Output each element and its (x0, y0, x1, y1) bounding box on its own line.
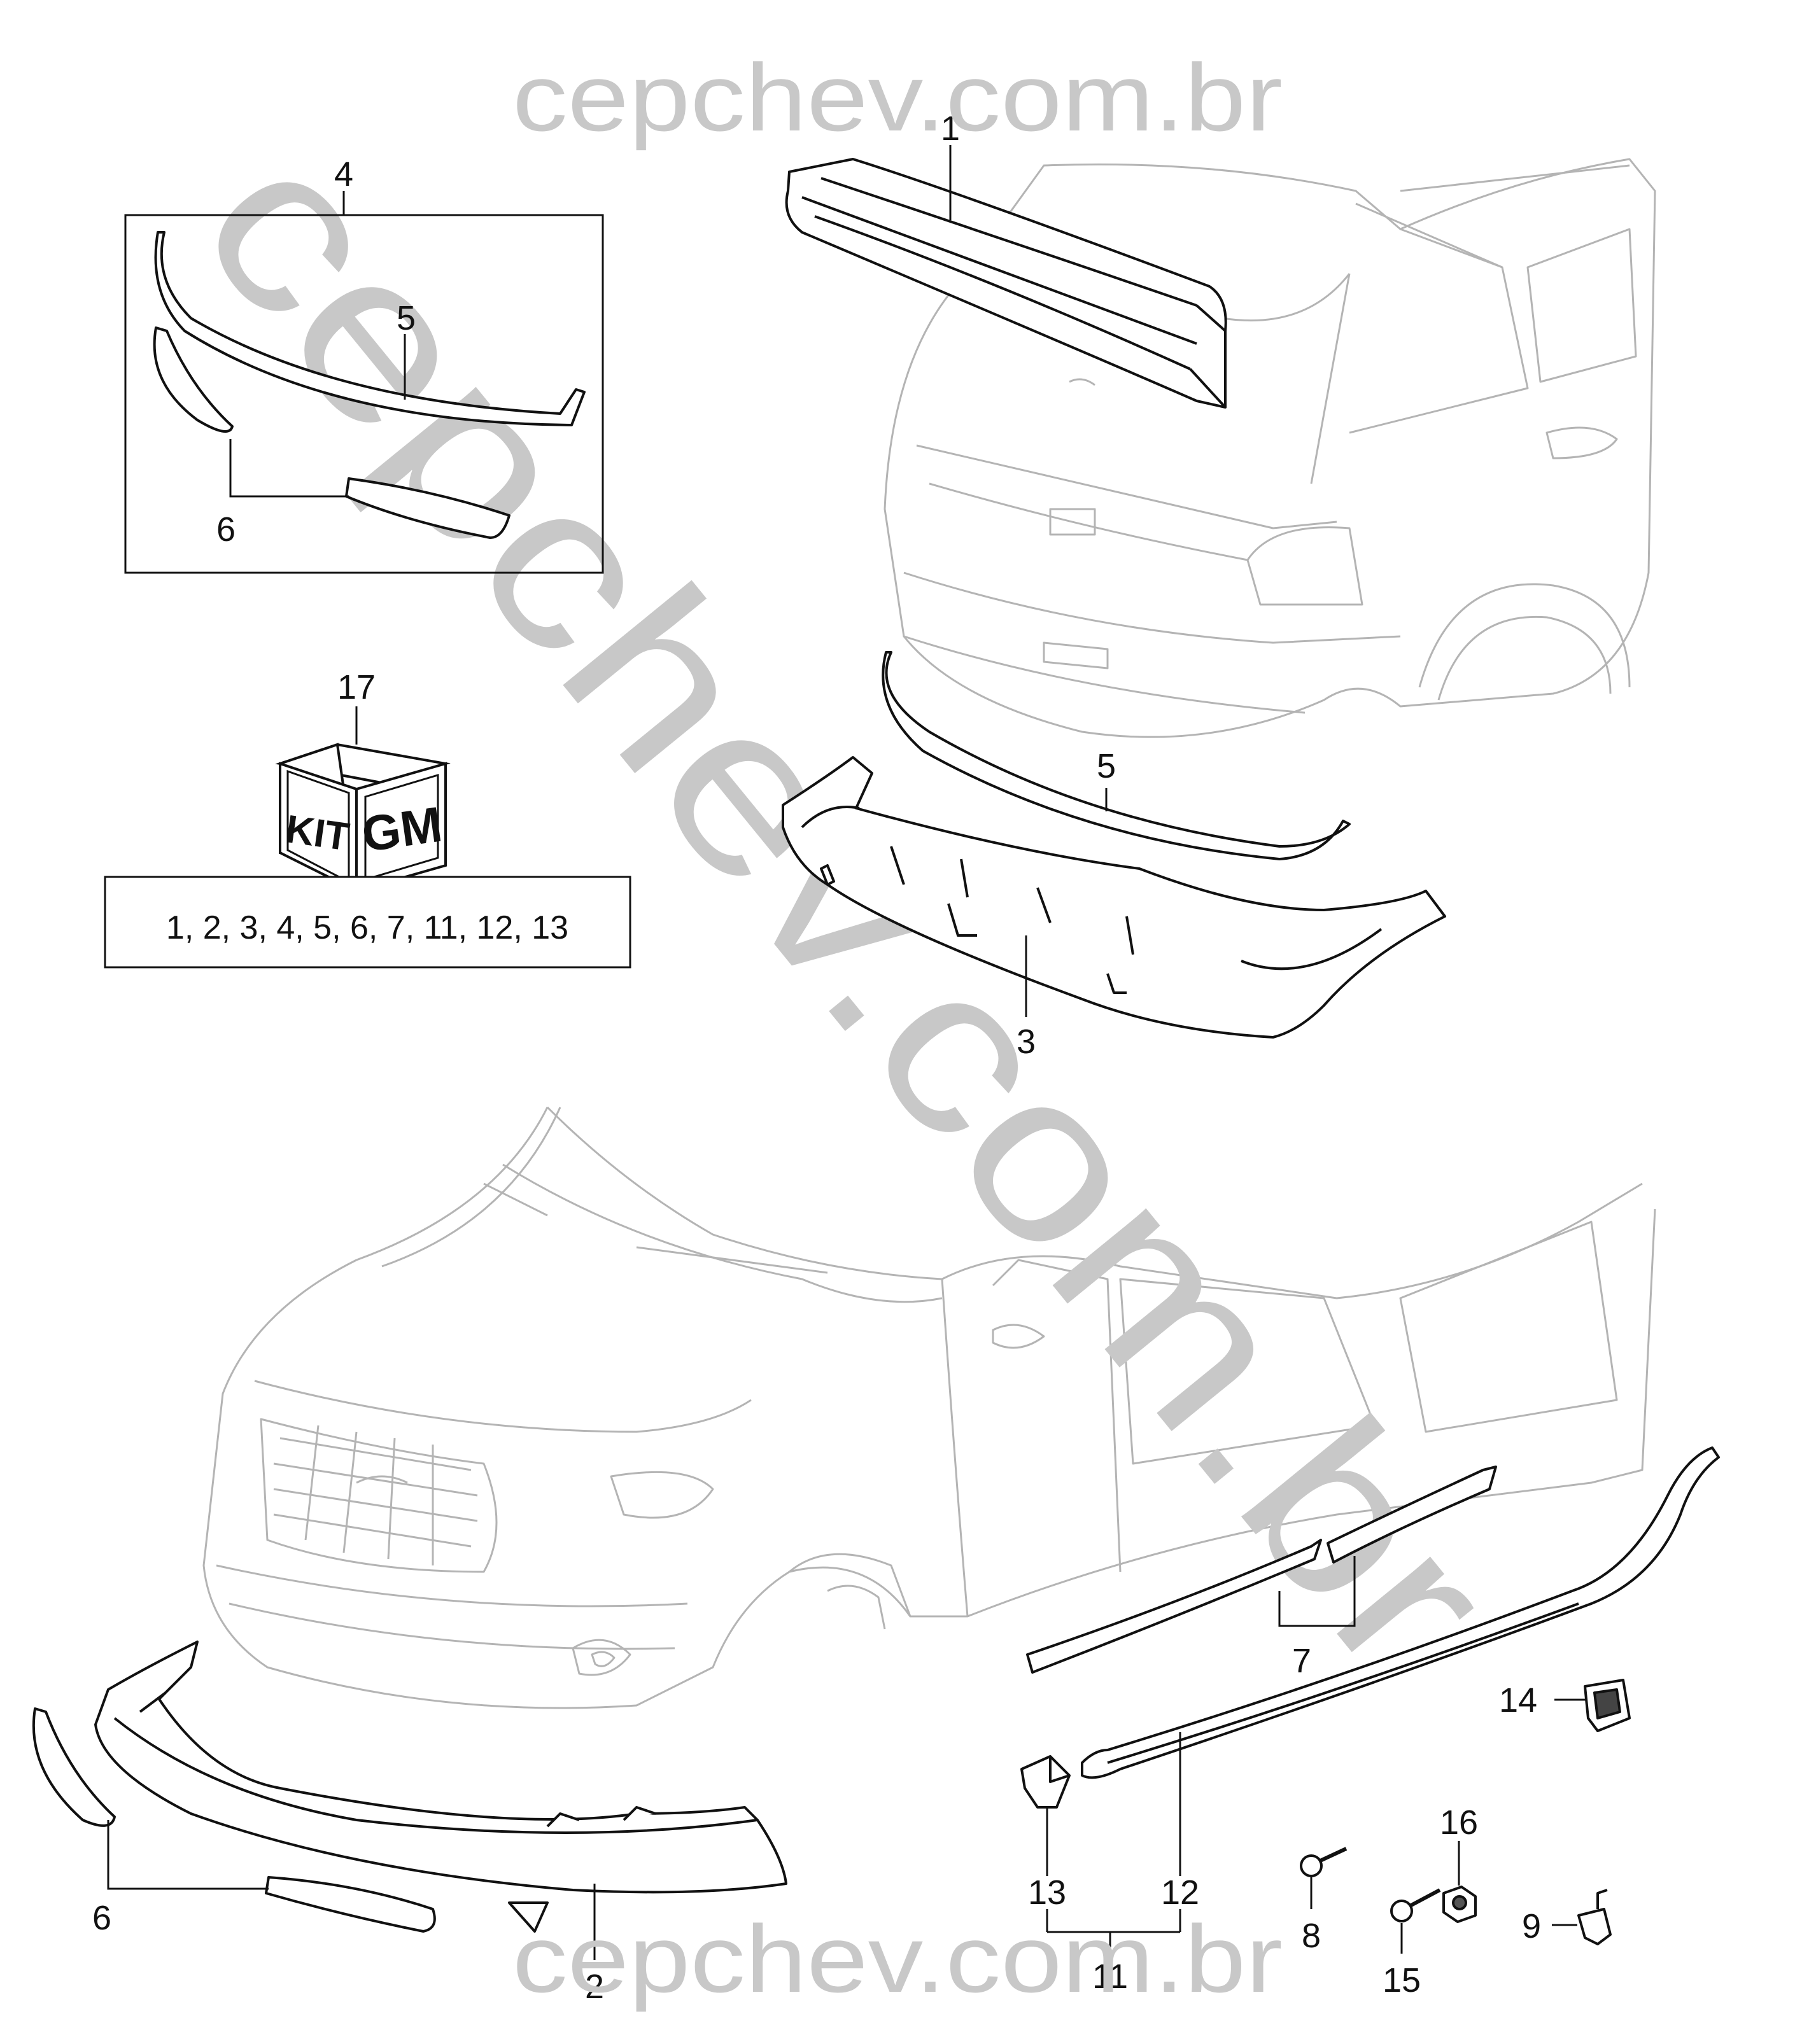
part-7-door-trim-strips[interactable] (1026, 1466, 1497, 1674)
callout-16: 16 (1440, 1803, 1478, 1842)
callout-8: 8 (1302, 1917, 1321, 1955)
callout-15: 15 (1383, 1961, 1421, 1999)
callout-5-box: 5 (397, 299, 416, 337)
part-15-screw[interactable] (1390, 1888, 1441, 1922)
callout-17: 17 (337, 668, 376, 706)
kit-logo-right-text: GM (358, 796, 446, 863)
watermark-top: cepchev.com.br (512, 44, 1283, 151)
kit-box-4 (124, 214, 604, 574)
callout-9: 9 (1522, 1907, 1541, 1945)
part-9-push-clip[interactable] (1577, 1889, 1612, 1945)
part-5-rear-trim-strip[interactable] (882, 651, 1351, 860)
callout-2: 2 (585, 1968, 604, 2006)
kit-gm-logo: KIT GM (275, 743, 451, 893)
part-14-clip[interactable] (1584, 1679, 1631, 1732)
callout-4: 4 (334, 155, 353, 193)
rear-vehicle-outline (883, 158, 1656, 738)
part-8-screw[interactable] (1300, 1847, 1348, 1877)
part-6-front-reflector-trim[interactable] (32, 1707, 436, 1933)
callout-13: 13 (1028, 1873, 1066, 1912)
callout-7: 7 (1292, 1642, 1311, 1680)
callout-1: 1 (941, 109, 960, 148)
part-5-trim-strip-kit[interactable] (154, 231, 586, 426)
front-vehicle-outline (202, 1106, 1656, 1709)
kit-parts-list: 1, 2, 3, 4, 5, 6, 7, 11, 12, 13 (166, 909, 568, 946)
part-1-rear-spoiler[interactable] (785, 158, 1227, 409)
part-3-rear-bumper-skirt[interactable] (782, 756, 1446, 1039)
part-2-front-lip[interactable] (94, 1641, 787, 1933)
part-13-end-cap[interactable] (1020, 1755, 1071, 1809)
callout-5-rear: 5 (1097, 747, 1116, 785)
callout-3: 3 (1017, 1023, 1036, 1061)
watermark-bottom: cepchev.com.br (512, 1905, 1283, 2012)
part-6-reflector-trim-kit[interactable] (153, 326, 510, 539)
kit-parts-list-box (104, 876, 631, 969)
callout-14: 14 (1499, 1681, 1537, 1719)
kit-logo-left-text: KIT (283, 807, 352, 859)
part-16-nut[interactable] (1442, 1886, 1477, 1923)
callout-6-front: 6 (92, 1899, 111, 1937)
part-12-side-skirt[interactable] (1081, 1446, 1720, 1779)
callout-6-box: 6 (216, 510, 236, 549)
callout-11: 11 (1092, 1957, 1128, 1996)
callout-12: 12 (1161, 1873, 1199, 1912)
